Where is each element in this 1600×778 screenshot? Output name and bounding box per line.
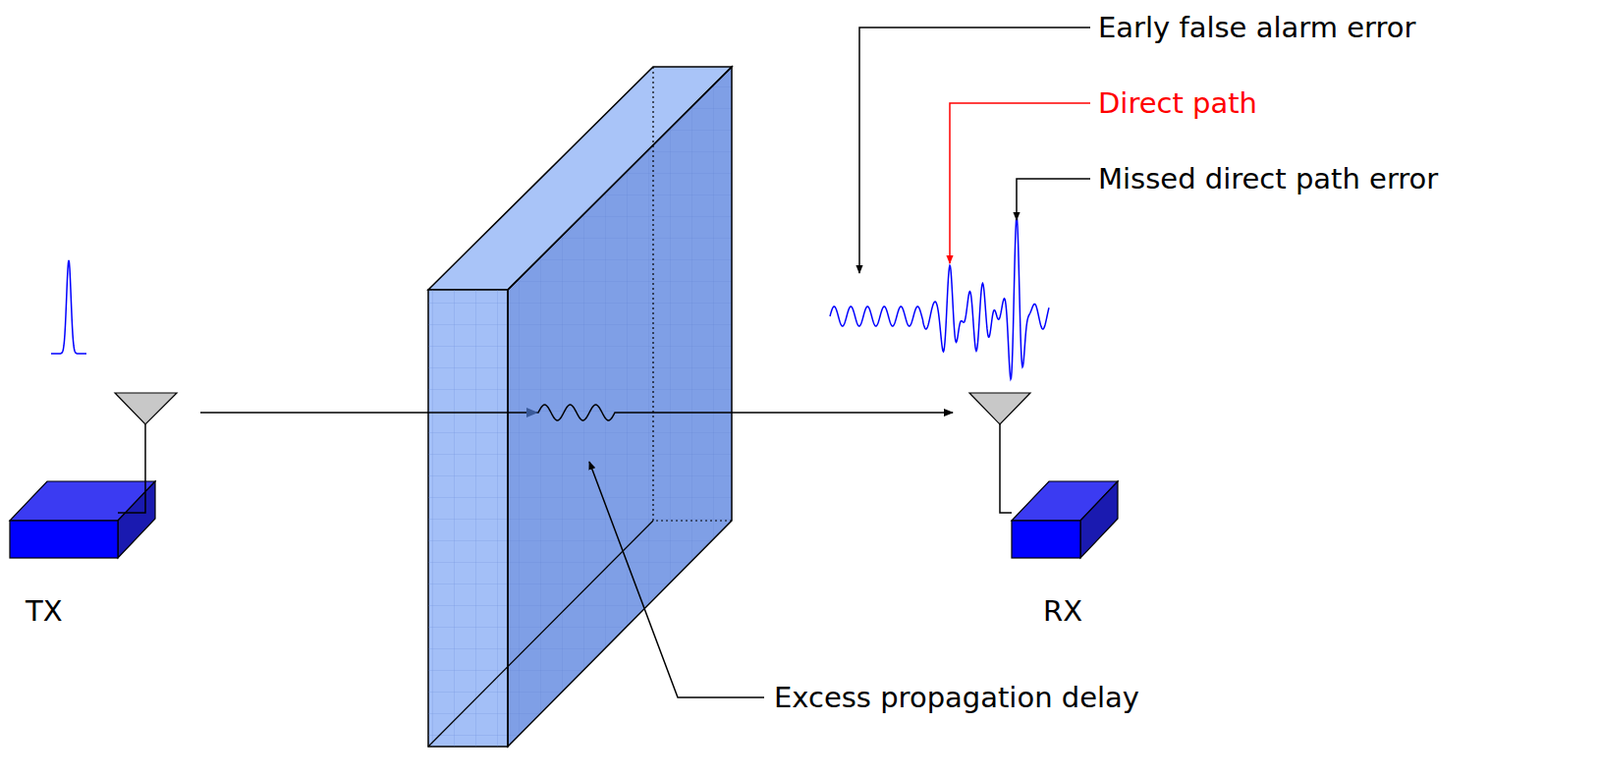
device: TX (7, 387, 201, 629)
wall-edge (428, 520, 654, 747)
leader-line (1016, 178, 1091, 221)
wall-entry-arrowhead (526, 407, 539, 418)
tx-device (9, 392, 177, 558)
device-label: TX (7, 593, 201, 629)
rx-box-front (1011, 520, 1081, 558)
tx-box-front (9, 520, 118, 558)
rx-device (969, 392, 1118, 558)
tx-pulse (51, 260, 87, 354)
callout-label: Direct path (1098, 85, 1258, 121)
leader-line (589, 461, 765, 698)
leader-line (949, 103, 1091, 264)
rx-antenna-stem (999, 422, 1012, 513)
tx-box-side (117, 481, 156, 558)
tx-antenna-stem (117, 422, 146, 513)
wall-top (428, 66, 732, 290)
callout-label: Early false alarm error (1098, 9, 1416, 46)
rx-box-side (1080, 481, 1118, 558)
signal-path (200, 404, 953, 421)
wall-hidden-edge (653, 66, 732, 521)
device: RX (952, 387, 1129, 629)
callout-label: Missed direct path error (1098, 161, 1438, 197)
received-waveform (829, 217, 1049, 380)
leader-line (859, 27, 1091, 274)
device-label: RX (952, 593, 1129, 629)
callout-label: Excess propagation delay (773, 679, 1140, 716)
wall (428, 66, 732, 747)
tx-antenna (114, 392, 177, 425)
rx-antenna (969, 392, 1031, 425)
